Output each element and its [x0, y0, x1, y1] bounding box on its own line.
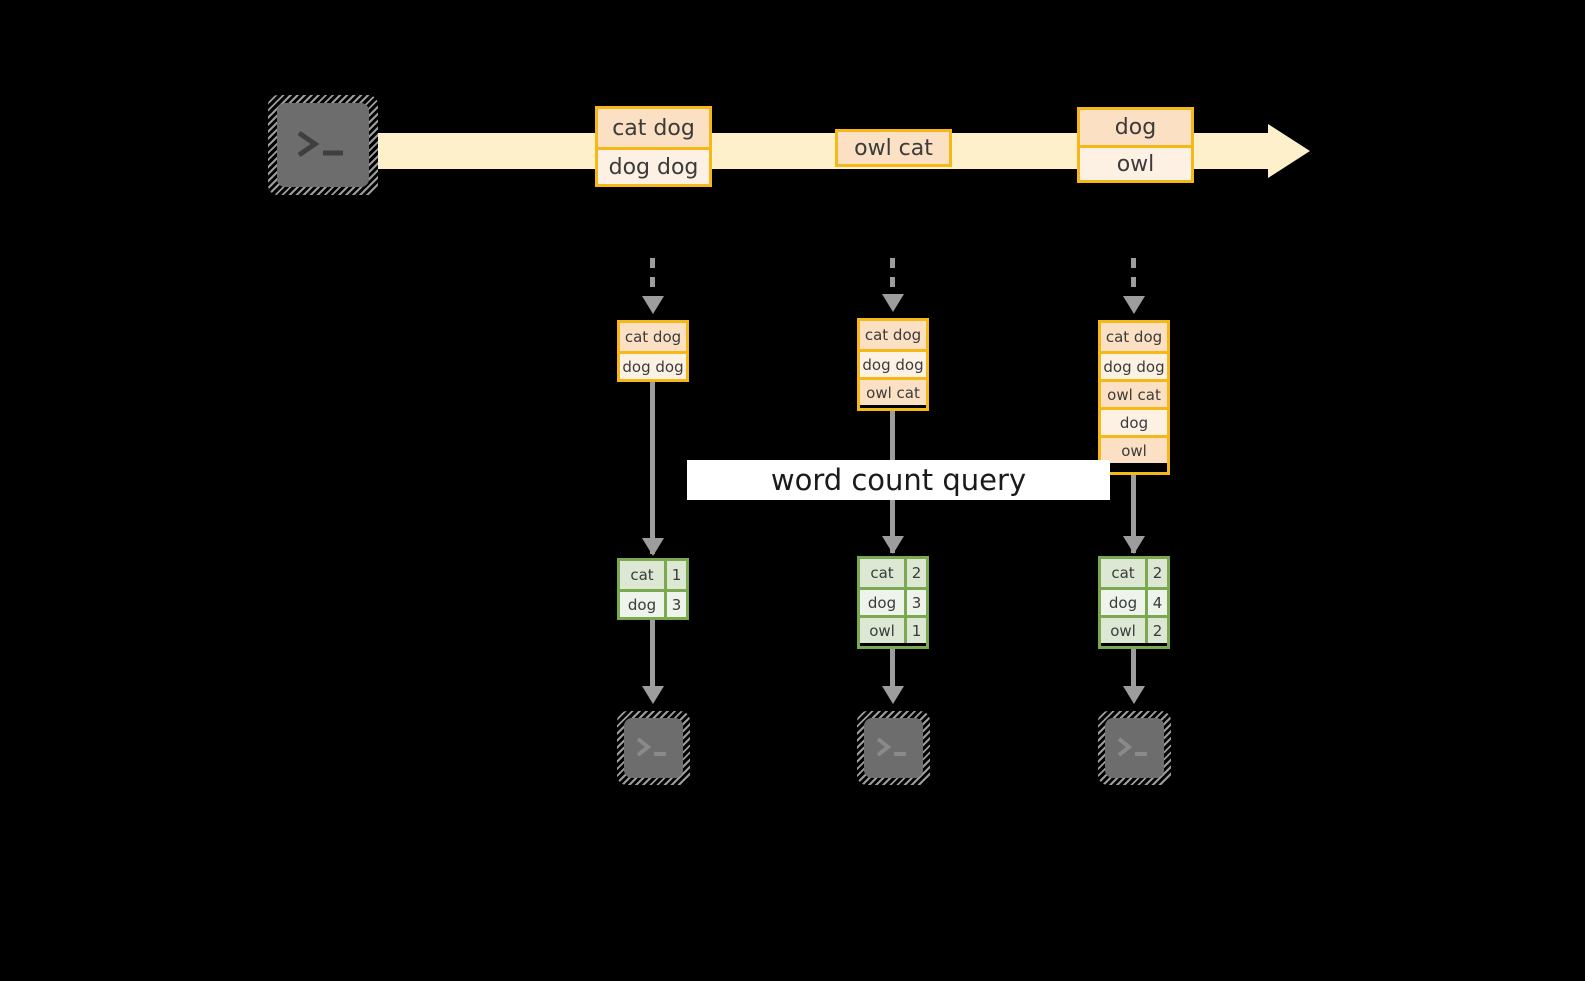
snapshot-input-line: owl cat: [860, 377, 926, 405]
word-count-query-label: word count query: [687, 460, 1110, 500]
result-count: 4: [1145, 590, 1167, 615]
result-word: owl: [1101, 618, 1145, 643]
snapshot-3-result-table: cat 2 dog 4 owl 2: [1098, 556, 1170, 649]
result-count: 2: [1145, 559, 1167, 587]
terminal-prompt-glyph: [857, 711, 930, 785]
snapshot-3-query-arrowhead: [1123, 536, 1145, 554]
stream-message-line: dog: [1080, 110, 1191, 145]
table-row: dog 4: [1101, 587, 1167, 615]
table-row: dog 3: [860, 587, 926, 615]
result-word: cat: [860, 559, 904, 587]
snapshot-1-sink-line: [650, 620, 655, 690]
prompt-chevron-underscore-icon: [1117, 737, 1147, 757]
snapshot-3-sink-terminal-icon: [1098, 711, 1171, 785]
stream-to-snapshot-arrowhead: [1123, 296, 1145, 314]
snapshot-3-input-stack: cat dog dog dog owl cat dog owl: [1098, 320, 1170, 475]
snapshot-input-line: dog: [1101, 407, 1167, 435]
snapshot-input-line: cat dog: [860, 321, 926, 349]
result-count: 1: [664, 561, 686, 589]
snapshot-2-sink-terminal-icon: [857, 711, 930, 785]
result-count: 3: [664, 592, 686, 617]
stream-to-snapshot-dashed-line: [1131, 258, 1136, 300]
terminal-prompt-glyph: [617, 711, 690, 785]
result-word: owl: [860, 618, 904, 643]
result-count: 2: [1145, 618, 1167, 643]
stream-to-snapshot-arrowhead: [882, 294, 904, 312]
snapshot-1-input-stack: cat dog dog dog: [617, 320, 689, 382]
table-row: cat 1: [620, 561, 686, 589]
stream-message-1: cat dog dog dog: [595, 106, 712, 187]
result-count: 1: [904, 618, 926, 643]
snapshot-input-line: dog dog: [1101, 351, 1167, 379]
result-word: dog: [620, 592, 664, 617]
snapshot-input-line: cat dog: [620, 323, 686, 351]
snapshot-2-result-table: cat 2 dog 3 owl 1: [857, 556, 929, 649]
terminal-face: [624, 718, 683, 778]
terminal-prompt-glyph: [268, 95, 378, 195]
snapshot-1-result-table: cat 1 dog 3: [617, 558, 689, 620]
snapshot-2-input-stack: cat dog dog dog owl cat: [857, 318, 929, 411]
result-word: cat: [620, 561, 664, 589]
terminal-prompt-glyph: [1098, 711, 1171, 785]
terminal-face: [864, 718, 923, 778]
stream-message-line: owl: [1080, 145, 1191, 180]
stream-message-2: owl cat: [835, 129, 952, 167]
table-row: cat 2: [1101, 559, 1167, 587]
result-word: dog: [860, 590, 904, 615]
table-row: owl 1: [860, 615, 926, 643]
snapshot-input-line: dog dog: [860, 349, 926, 377]
snapshot-1-sink-arrowhead: [642, 686, 664, 704]
snapshot-input-line: owl: [1101, 435, 1167, 463]
result-word: cat: [1101, 559, 1145, 587]
table-row: dog 3: [620, 589, 686, 617]
snapshot-input-line: dog dog: [620, 351, 686, 379]
snapshot-2-sink-line: [890, 649, 895, 691]
terminal-face: [277, 103, 369, 187]
result-count: 3: [904, 590, 926, 615]
stream-to-snapshot-dashed-line: [890, 258, 895, 298]
terminal-face: [1105, 718, 1164, 778]
snapshot-1-query-line: [650, 382, 655, 554]
stream-message-line: cat dog: [598, 109, 709, 147]
source-terminal-icon: [268, 95, 378, 195]
table-row: cat 2: [860, 559, 926, 587]
stream-to-snapshot-arrowhead: [642, 296, 664, 314]
snapshot-2-query-arrowhead: [882, 536, 904, 554]
stream-message-line: owl cat: [838, 132, 949, 164]
stream-message-line: dog dog: [598, 147, 709, 184]
snapshot-1-sink-terminal-icon: [617, 711, 690, 785]
table-row: owl 2: [1101, 615, 1167, 643]
snapshot-3-sink-line: [1131, 649, 1136, 691]
snapshot-3-query-line: [1131, 475, 1136, 553]
snapshot-1-query-arrowhead: [642, 538, 664, 556]
snapshot-2-sink-arrowhead: [882, 686, 904, 704]
prompt-chevron-underscore-icon: [876, 737, 906, 757]
result-word: dog: [1101, 590, 1145, 615]
snapshot-input-line: owl cat: [1101, 379, 1167, 407]
snapshot-input-line: cat dog: [1101, 323, 1167, 351]
prompt-chevron-underscore-icon: [297, 130, 343, 158]
stream-message-3: dog owl: [1077, 107, 1194, 183]
prompt-chevron-underscore-icon: [636, 737, 666, 757]
stream-to-snapshot-dashed-line: [650, 258, 655, 300]
snapshot-3-sink-arrowhead: [1123, 686, 1145, 704]
result-count: 2: [904, 559, 926, 587]
